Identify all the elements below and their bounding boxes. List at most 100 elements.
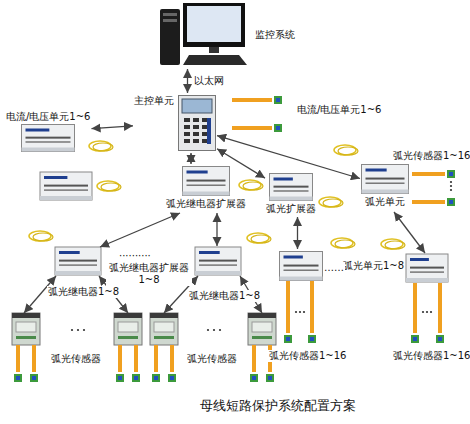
arc-sensor-figure-part bbox=[232, 126, 272, 130]
arc-sensor-figure-part bbox=[118, 376, 122, 380]
device-unit-part bbox=[410, 267, 444, 269]
arc-sensor-figure bbox=[412, 198, 455, 206]
device-unit-part bbox=[26, 137, 71, 139]
ellipsis-dot bbox=[71, 329, 73, 331]
ellipsis-dot bbox=[450, 189, 452, 191]
arc-sensor-figure-part bbox=[118, 345, 122, 372]
arc-sensor-figure-part bbox=[154, 345, 158, 372]
master-unit-figure-part bbox=[193, 125, 199, 129]
master-unit-figure-part bbox=[193, 118, 199, 122]
arc-sensor-figure-part bbox=[310, 281, 314, 333]
arc-sensor-figure bbox=[436, 283, 444, 343]
arc-sensor-figure bbox=[116, 345, 124, 382]
fiber-coil bbox=[331, 238, 355, 248]
device-unit-part bbox=[183, 167, 230, 196]
link-connector bbox=[297, 217, 298, 249]
fiber-coil-part bbox=[381, 239, 403, 249]
ellipsis-dot bbox=[303, 311, 305, 313]
device-unit-part bbox=[410, 271, 444, 273]
computer-figure-part bbox=[163, 13, 177, 16]
ellipsis-dot bbox=[450, 185, 452, 187]
fiber-coil bbox=[89, 141, 113, 151]
device-node: 弧光扩展器 bbox=[265, 172, 317, 216]
arc-sensor-figure-part bbox=[266, 374, 274, 382]
device-figure bbox=[361, 164, 409, 194]
arc-sensor-figure bbox=[411, 283, 419, 343]
arc-sensor-figure-part bbox=[284, 335, 292, 343]
ellipsis-dot bbox=[426, 311, 428, 313]
device-unit-part bbox=[366, 178, 405, 180]
arc-relay-figure-part bbox=[150, 313, 178, 345]
arc-relay-figure-part bbox=[252, 336, 272, 339]
arc-sensor-figure-part bbox=[436, 335, 444, 343]
computer-figure-part bbox=[187, 6, 241, 42]
arc-sensor-figure-part bbox=[32, 345, 36, 372]
fiber-coil-part bbox=[319, 197, 341, 207]
device-unit-part bbox=[59, 251, 80, 254]
device-unit-part bbox=[284, 265, 319, 267]
equipment-figures bbox=[12, 96, 455, 382]
device-unit-part bbox=[40, 172, 92, 200]
part-label: 弧光继电器1~8 bbox=[188, 290, 261, 302]
device-figure bbox=[21, 124, 75, 152]
device-unit-part bbox=[274, 186, 309, 188]
arc-sensor-figure-part bbox=[447, 198, 455, 206]
arc-relay-figure-part bbox=[12, 313, 40, 318]
fiber-coil bbox=[319, 197, 343, 207]
device-name: 弧光继电器扩展器 bbox=[166, 198, 246, 210]
ellipsis-dot bbox=[213, 329, 215, 331]
device-unit-part bbox=[22, 125, 75, 152]
device-unit-part bbox=[406, 278, 448, 282]
device-name: 弧光单元 bbox=[365, 196, 405, 208]
device-node: 弧光单元 bbox=[360, 163, 410, 209]
ellipsis-dot bbox=[219, 329, 221, 331]
arc-relay-figure bbox=[114, 313, 142, 345]
arc-sensor-figure-part bbox=[170, 376, 174, 380]
device-name: 弧光单元1~8 bbox=[343, 260, 404, 272]
device-unit-part bbox=[199, 264, 237, 266]
device-unit bbox=[406, 254, 448, 282]
device-unit-part bbox=[55, 247, 101, 275]
device-unit-part bbox=[270, 174, 313, 201]
fiber-coil-part bbox=[385, 241, 405, 249]
computer-figure-part bbox=[183, 55, 247, 65]
arc-sensor-figure-part bbox=[286, 337, 290, 341]
device-name: 主控单元 bbox=[134, 95, 174, 107]
fiber-coil bbox=[29, 231, 53, 241]
fiber-coil-part bbox=[33, 233, 53, 241]
device-unit-part bbox=[280, 252, 323, 281]
device-unit bbox=[362, 165, 409, 194]
device-unit-part bbox=[406, 254, 448, 282]
arc-sensor-figure-part bbox=[274, 96, 282, 104]
device-unit bbox=[22, 125, 75, 152]
part-label: 弧光传感器 bbox=[50, 353, 102, 365]
link-arrow bbox=[394, 212, 425, 253]
arc-relay-figure-part bbox=[248, 313, 276, 318]
arc-relay-figure bbox=[248, 313, 276, 345]
fiber-coil-part bbox=[323, 199, 343, 207]
arc-sensor-figure bbox=[250, 345, 258, 382]
device-unit bbox=[183, 167, 230, 196]
arc-relay-figure-part bbox=[118, 336, 138, 339]
part-label: 弧光继电器1~8 bbox=[47, 286, 120, 298]
master-unit-figure bbox=[179, 96, 216, 151]
arc-sensor-figure-part bbox=[411, 335, 419, 343]
arc-sensor-figure-part bbox=[252, 345, 256, 372]
arc-sensor-figure-part bbox=[30, 374, 38, 382]
ellipsis-dot bbox=[430, 311, 432, 313]
master-unit-figure-part bbox=[193, 139, 199, 143]
master-unit-figure-part bbox=[184, 118, 190, 122]
device-unit-part bbox=[59, 264, 97, 266]
part-label: 弧光传感器1~16 bbox=[268, 350, 347, 362]
arc-sensor-figure-part bbox=[16, 345, 20, 372]
device-unit-part bbox=[59, 260, 97, 262]
device-name: 监控系统 bbox=[255, 29, 295, 41]
arc-sensor-figure-part bbox=[252, 376, 256, 380]
arc-relay-figure-part bbox=[16, 322, 36, 332]
part-label: 弧光传感器1~16 bbox=[392, 150, 470, 162]
fiber-coil-part bbox=[93, 143, 113, 151]
arc-sensor-figure-part bbox=[412, 200, 445, 204]
ellipsis-dot bbox=[77, 329, 79, 331]
arc-sensor-figure bbox=[30, 345, 38, 382]
device-unit-part bbox=[44, 176, 67, 179]
